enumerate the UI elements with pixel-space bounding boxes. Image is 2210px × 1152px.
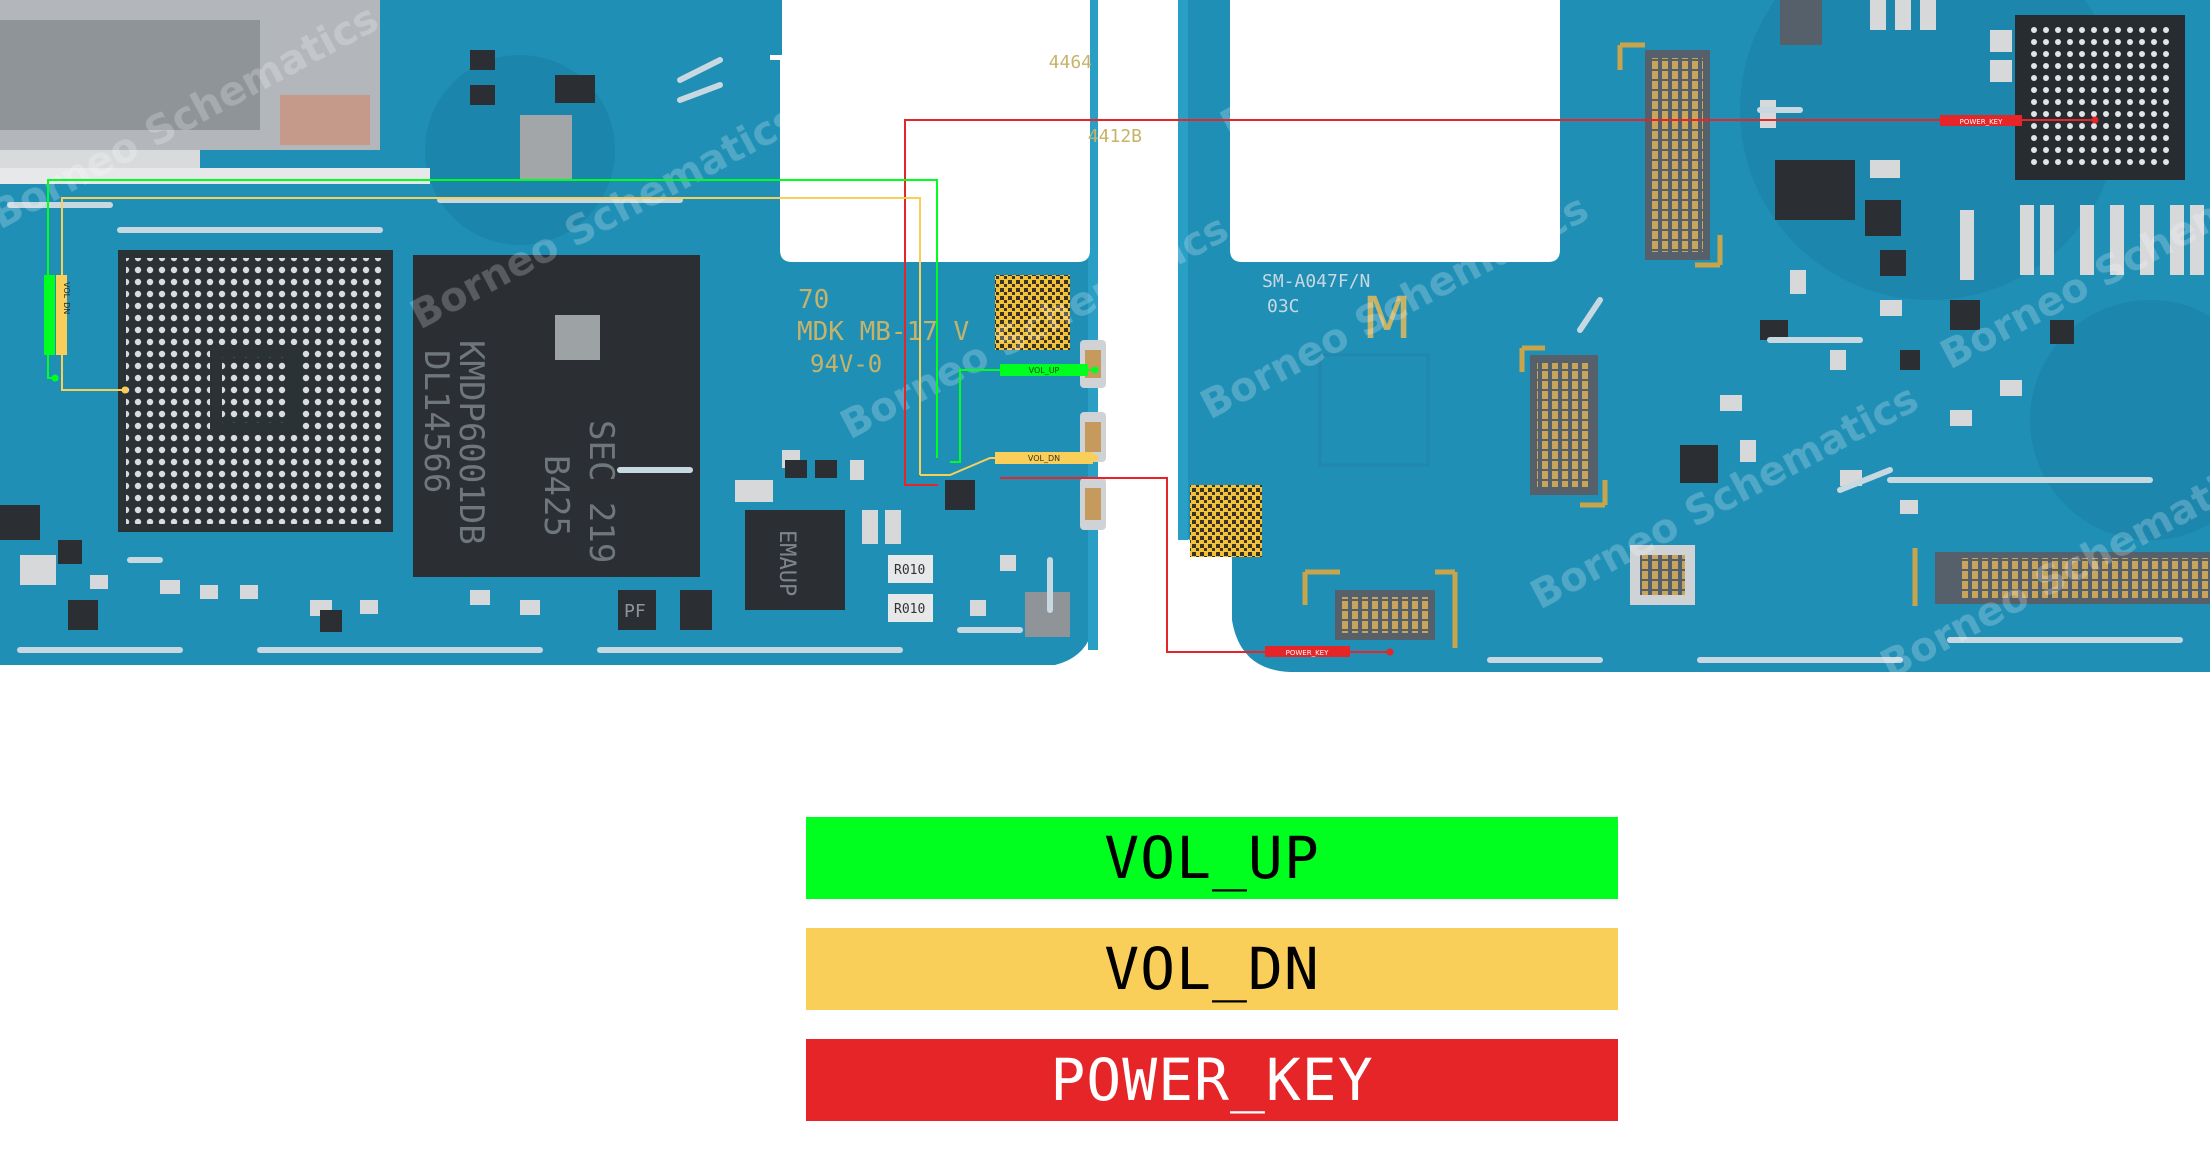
small-chip	[1780, 0, 1822, 45]
right-silk-lines	[1487, 107, 2183, 663]
board-qr-code	[1190, 485, 1262, 557]
connector-pins	[1537, 363, 1591, 487]
rev-label: 03C	[1267, 296, 1300, 317]
memory-chip-label-4: DL14566	[416, 350, 456, 493]
display-connector-pins	[1960, 558, 2210, 598]
left-passives	[20, 450, 1016, 616]
soc-center-balls	[222, 357, 288, 423]
right-passives	[1720, 0, 2204, 514]
memory-chip	[413, 255, 700, 577]
vol-dn-tag-label: VOL_DN	[1028, 454, 1060, 463]
memory-chip-qr	[555, 315, 600, 360]
vol-up-tag	[1000, 364, 1088, 376]
board-id-label: MDK MB-17 V	[797, 317, 969, 347]
sim-tray-contact	[280, 95, 370, 145]
power-key-tag-bottom	[1265, 646, 1350, 657]
resistor-label: R010	[894, 563, 925, 578]
power-key-tag-right	[1940, 115, 2022, 126]
rf-bga-balls	[2025, 25, 2175, 170]
resistor	[888, 555, 933, 583]
rating-label: 94V-0	[810, 350, 882, 378]
left-board-silk-text: 70 MDK MB-17 V 94V-0 4464 4412B	[797, 52, 1142, 378]
left-board-edge	[1088, 0, 1098, 650]
memory-chip-label-2: B425	[536, 455, 576, 537]
resistor	[888, 594, 933, 622]
legend-vol-dn-bar	[806, 928, 1618, 1010]
vol-left-tag-label: VOL_DN	[62, 282, 71, 314]
empty-footprint	[1318, 353, 1430, 467]
left-silk-lines	[7, 57, 1053, 653]
left-top-notch	[760, 0, 782, 55]
right-board-edge	[1178, 0, 1188, 540]
legend-power-key: POWER_KEY	[1050, 1046, 1374, 1114]
pmic-label: EMAUP	[774, 530, 799, 596]
small-chip	[1775, 160, 1855, 220]
small-connector-pins	[1640, 555, 1685, 595]
right-board-silk-text: SM-A047F/N 03C	[1262, 271, 1370, 317]
legend-vol-up-bar	[806, 817, 1618, 899]
pmic-chip	[745, 510, 845, 610]
model-code-label: 70	[798, 285, 829, 315]
memory-chip-labels: SEC 219 B425 KMDP6001DB DL14566	[416, 340, 621, 563]
connector-pins	[1652, 58, 1703, 252]
small-chip	[680, 590, 712, 630]
vol-dn-trace-left	[61, 197, 921, 475]
right-dark-components	[1760, 200, 2074, 370]
sim-tray-slot	[0, 150, 200, 168]
model-number-label: SM-A047F/N	[1262, 271, 1370, 292]
top-label-a: 4464	[1049, 52, 1092, 73]
vol-up-tag-label: VOL_UP	[1029, 366, 1060, 375]
power-key-trace-top	[904, 119, 2095, 486]
board-qr-code	[995, 275, 1070, 350]
vol-up-trace-left	[47, 179, 938, 458]
top-label-b: 4412B	[1088, 126, 1142, 147]
legend-vol-dn: VOL_DN	[1104, 935, 1320, 1003]
trace-endpoints	[51, 116, 2099, 656]
pf-label: PF	[624, 601, 646, 622]
memory-chip-label-3: KMDP6001DB	[451, 340, 491, 545]
vol-dn-tag	[995, 452, 1093, 464]
memory-chip-label-1: SEC 219	[581, 420, 621, 563]
sim-tray-inner	[0, 20, 260, 130]
small-chip	[555, 75, 595, 103]
m-mark: M	[1362, 284, 1412, 352]
resistor-label: R010	[894, 602, 925, 617]
legend-vol-up: VOL_UP	[1104, 824, 1320, 892]
inductor	[520, 115, 572, 180]
small-chip	[1680, 445, 1718, 483]
power-key-tag-right-label: POWER_KEY	[1960, 118, 2003, 126]
left-board-cutout	[780, 0, 1090, 262]
small-chip	[618, 590, 656, 630]
right-board-cutout	[1230, 0, 1560, 262]
right-brackets	[1302, 42, 1918, 648]
power-key-tag-bottom-label: POWER_KEY	[1286, 649, 1329, 657]
vol-pad-left	[44, 275, 55, 355]
legend-power-key-bar	[806, 1039, 1618, 1121]
small-chip	[470, 85, 495, 105]
fpc-connector-pins	[1342, 597, 1428, 633]
left-dark-components	[0, 50, 975, 632]
